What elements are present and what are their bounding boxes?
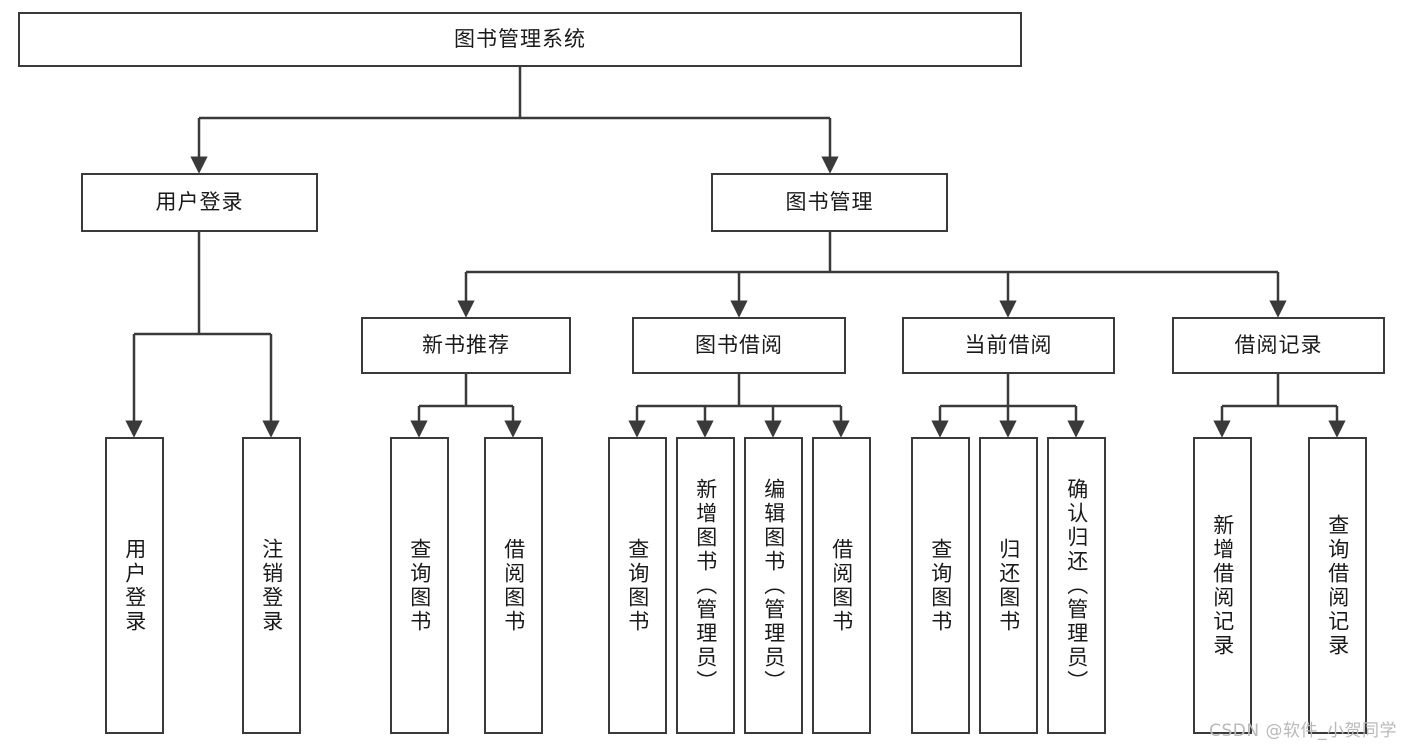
leaf-book-borrow-add-book-admin[interactable]: 新增图书（管理员） [676, 437, 735, 734]
node-label: 查询图书 [407, 537, 432, 634]
leaf-new-book-query-book[interactable]: 查询图书 [390, 437, 449, 734]
node-label: 新书推荐 [422, 332, 510, 357]
node-label: 注销登录 [259, 537, 284, 634]
node-new-book-recommend[interactable]: 新书推荐 [361, 317, 571, 374]
node-label: 新增借阅记录 [1210, 513, 1235, 658]
node-label: 图书借阅 [695, 332, 783, 357]
node-book-management-system[interactable]: 图书管理系统 [18, 12, 1022, 67]
node-label: 借阅记录 [1234, 332, 1323, 357]
leaf-book-borrow-edit-book-admin[interactable]: 编辑图书（管理员） [744, 437, 803, 734]
node-current-borrow[interactable]: 当前借阅 [902, 317, 1115, 374]
leaf-book-borrow-query-book[interactable]: 查询图书 [608, 437, 667, 734]
node-label: 归还图书 [996, 537, 1021, 634]
node-label: 编辑图书（管理员） [761, 477, 786, 694]
csdn-watermark: CSDN @软件_小贺同学 [1209, 721, 1397, 741]
node-label: 用户登录 [122, 537, 147, 634]
leaf-current-borrow-return-book[interactable]: 归还图书 [979, 437, 1038, 734]
node-label: 用户登录 [155, 189, 244, 214]
node-label: 查询图书 [625, 537, 650, 634]
leaf-user-login-login[interactable]: 用户登录 [105, 437, 164, 734]
node-label: 图书管理 [785, 189, 874, 214]
node-label: 借阅图书 [829, 537, 854, 634]
node-book-borrow[interactable]: 图书借阅 [632, 317, 846, 374]
leaf-new-book-borrow-book[interactable]: 借阅图书 [484, 437, 543, 734]
node-borrow-record[interactable]: 借阅记录 [1172, 317, 1385, 374]
leaf-book-borrow-borrow-book[interactable]: 借阅图书 [812, 437, 871, 734]
node-label: 确认归还（管理员） [1064, 477, 1089, 694]
node-label: 借阅图书 [501, 537, 526, 634]
node-label: 查询图书 [928, 537, 953, 634]
leaf-current-borrow-query-book[interactable]: 查询图书 [911, 437, 970, 734]
node-label: 查询借阅记录 [1325, 513, 1350, 658]
node-book-management[interactable]: 图书管理 [711, 173, 948, 232]
node-label: 当前借阅 [964, 332, 1053, 357]
leaf-current-borrow-confirm-return-admin[interactable]: 确认归还（管理员） [1047, 437, 1106, 734]
leaf-borrow-record-add-record[interactable]: 新增借阅记录 [1193, 437, 1252, 734]
node-user-login[interactable]: 用户登录 [81, 173, 318, 232]
leaf-borrow-record-query-record[interactable]: 查询借阅记录 [1308, 437, 1367, 734]
leaf-user-login-logout[interactable]: 注销登录 [242, 437, 301, 734]
node-label: 新增图书（管理员） [693, 477, 718, 694]
node-label: 图书管理系统 [454, 26, 586, 51]
